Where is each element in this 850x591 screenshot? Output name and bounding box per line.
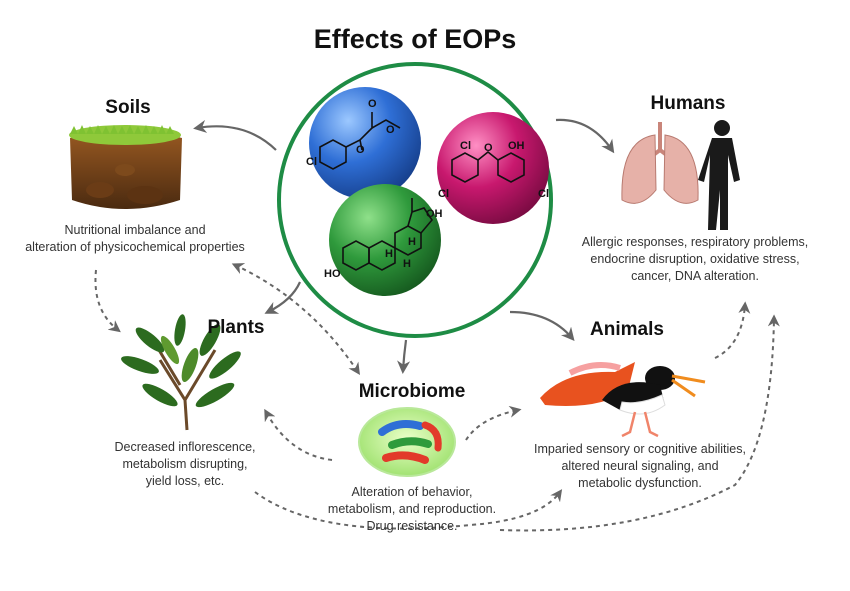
animals-desc-line: altered neural signaling, and [561, 459, 719, 473]
humans-desc-line: cancer, DNA alteration. [631, 269, 759, 283]
estradiol-h2-label: H [385, 248, 393, 260]
microbiome-desc-line: Drug resistance. [366, 519, 458, 533]
microbiome-label: Microbiome [358, 381, 466, 402]
estradiol-h1-label: H [408, 236, 416, 248]
soil-image [69, 125, 182, 209]
triclosan-sphere [437, 112, 549, 224]
humans-description: Allergic responses, respiratory problems… [582, 234, 808, 285]
animals-desc-line: Imparied sensory or cognitive abilities, [534, 442, 746, 456]
soils-label: Soils [105, 97, 151, 118]
animals-label: Animals [590, 319, 664, 340]
microbiome-desc-line: metabolism, and reproduction. [327, 502, 497, 516]
estradiol-sphere [329, 184, 441, 296]
animals-desc-line: metabolic dysfunction. [578, 476, 702, 490]
plant-image [121, 314, 241, 431]
estradiol-h3-label: H [403, 258, 411, 270]
soils-desc-line: Nutritional imbalance and [64, 223, 206, 237]
humans-image [621, 120, 740, 230]
plants-desc-line: yield loss, etc. [145, 474, 225, 488]
animals-image [540, 361, 706, 438]
humans-desc-line: endocrine disruption, oxidative stress, [590, 252, 800, 266]
plants-label: Plants [207, 317, 265, 338]
soils-desc-line: alteration of physicochemical properties [25, 240, 245, 254]
triclosan-cl3-label: Cl [538, 188, 549, 200]
clofibrate-o-label: O [356, 144, 365, 156]
clofibrate-cl-label: Cl [306, 156, 317, 168]
triclosan-oh-label: OH [508, 140, 525, 152]
microbiome-description: Alteration of behavior, metabolism, and … [328, 484, 496, 535]
plants-desc-line: Decreased inflorescence, [114, 440, 256, 454]
indirect-effect-arrows [94, 263, 780, 532]
soils-description: Nutritional imbalance and alteration of … [25, 222, 245, 256]
estradiol-oh-label: OH [426, 208, 443, 220]
diagram-title: Effects of EOPs [313, 24, 517, 54]
triclosan-cl-label: Cl [460, 140, 471, 152]
humans-label: Humans [650, 93, 726, 114]
clofibrate-sphere [309, 87, 421, 199]
microbiome-desc-line: Alteration of behavior, [351, 485, 473, 499]
humans-desc-line: Allergic responses, respiratory problems… [581, 235, 809, 249]
clofibrate-carbonyl-o-label: O [368, 98, 377, 110]
eop-molecule-ring [277, 62, 553, 338]
plants-desc-line: metabolism disrupting, [122, 457, 248, 471]
plants-description: Decreased inflorescence, metabolism disr… [114, 439, 255, 490]
animals-description: Imparied sensory or cognitive abilities,… [534, 441, 746, 492]
clofibrate-ester-o-label: O [386, 124, 395, 136]
estradiol-ho-label: HO [324, 268, 341, 280]
microbiome-dish-image [358, 407, 456, 477]
triclosan-cl2-label: Cl [438, 188, 449, 200]
triclosan-o-label: O [484, 142, 493, 154]
